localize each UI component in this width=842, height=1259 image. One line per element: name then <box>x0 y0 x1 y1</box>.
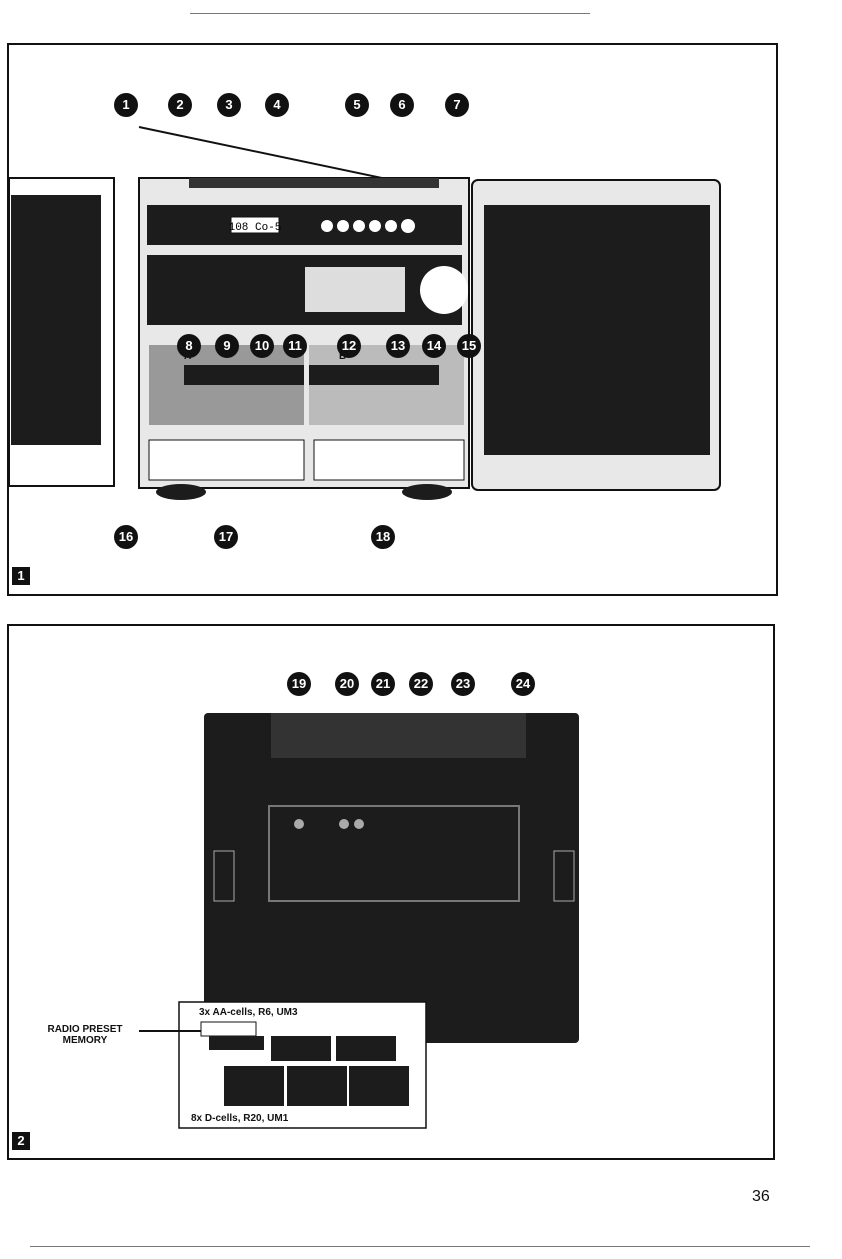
callout-17: 17 <box>214 525 238 549</box>
callout-23: 23 <box>451 672 475 696</box>
callout-13: 13 <box>386 334 410 358</box>
figure-2-panel: 19 20 21 22 23 24 RADIO PRESET MEMORY 3x… <box>7 624 775 1160</box>
callout-12: 12 <box>337 334 361 358</box>
callout-18: 18 <box>371 525 395 549</box>
callout-10: 10 <box>250 334 274 358</box>
callout-21: 21 <box>371 672 395 696</box>
scan-line-bottom <box>30 1246 810 1247</box>
callout-15: 15 <box>457 334 481 358</box>
callout-8: 8 <box>177 334 201 358</box>
callout-24: 24 <box>511 672 535 696</box>
figure-1-tag: 1 <box>12 567 30 585</box>
callout-9: 9 <box>215 334 239 358</box>
callout-6: 6 <box>390 93 414 117</box>
callout-20: 20 <box>335 672 359 696</box>
radio-preset-memory-label: RADIO PRESET MEMORY <box>47 1024 123 1046</box>
page-number: 36 <box>752 1188 770 1205</box>
tuner-display-text: 108 Co-5 <box>229 222 282 234</box>
callout-5: 5 <box>345 93 369 117</box>
callout-3: 3 <box>217 93 241 117</box>
callout-22: 22 <box>409 672 433 696</box>
callout-2: 2 <box>168 93 192 117</box>
d-cells-caption: 8x D-cells, R20, UM1 <box>191 1113 289 1124</box>
boombox-front-illustration: 108 Co-5 <box>9 126 721 500</box>
scan-line-top <box>190 13 590 14</box>
figure-2-tag: 2 <box>12 1132 30 1150</box>
callout-14: 14 <box>422 334 446 358</box>
callout-7: 7 <box>445 93 469 117</box>
callout-1: 1 <box>114 93 138 117</box>
callout-11: 11 <box>283 334 307 358</box>
callout-16: 16 <box>114 525 138 549</box>
figure-1-panel: 108 Co-5 A B 1 2 3 4 5 6 7 8 9 10 11 12 … <box>7 43 778 596</box>
aa-cells-caption: 3x AA-cells, R6, UM3 <box>199 1007 298 1018</box>
boombox-back-illustration <box>139 713 579 1129</box>
callout-4: 4 <box>265 93 289 117</box>
callout-19: 19 <box>287 672 311 696</box>
